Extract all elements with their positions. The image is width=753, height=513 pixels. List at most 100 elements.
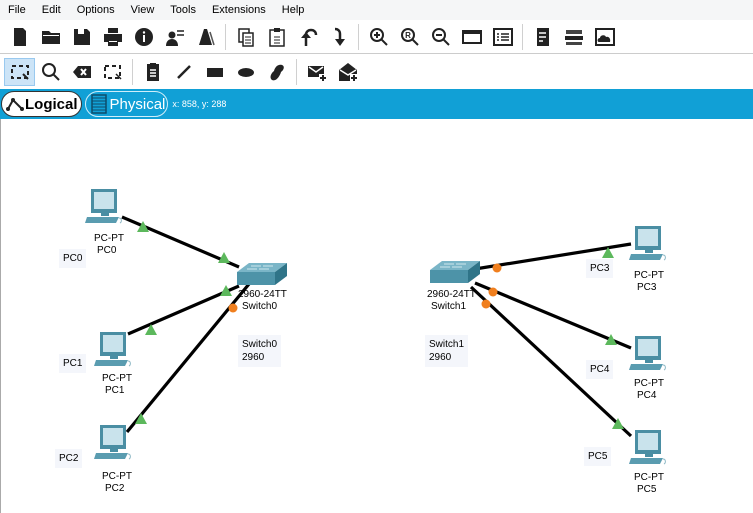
ellipse-icon [237, 68, 254, 77]
zoom-reset-icon: R [400, 27, 419, 46]
activity-wizard-icon [165, 29, 184, 46]
menu-help[interactable]: Help [281, 4, 305, 16]
pc4-link-up-indicator [605, 334, 617, 345]
network-devices-button[interactable] [558, 23, 589, 51]
pc5-model-label: PC-PT [634, 472, 664, 483]
pc2-pc-icon[interactable] [94, 425, 131, 460]
pc5-note[interactable]: PC5 [584, 447, 612, 466]
svg-text:R: R [405, 31, 411, 40]
custom-devices-dialog-icon [492, 27, 513, 46]
select-tool-button[interactable] [4, 58, 35, 86]
resize-tool-button[interactable] [97, 58, 128, 86]
menu-tools[interactable]: Tools [170, 4, 196, 16]
drawing-palette-button[interactable] [456, 23, 487, 51]
main-toolbar: R [0, 20, 753, 54]
add-simple-pdu-button[interactable] [301, 58, 332, 86]
switch0-model-label: 2960-24TT [238, 289, 287, 300]
custom-devices-dialog-button[interactable] [487, 23, 518, 51]
pc3-note[interactable]: PC3 [586, 259, 614, 278]
menu-edit[interactable]: Edit [41, 4, 61, 16]
zoom-reset-button[interactable]: R [394, 23, 425, 51]
pc2-model-label: PC-PT [102, 471, 132, 482]
pc3-name-label: PC3 [637, 282, 657, 293]
info-icon [134, 27, 153, 46]
new-file-icon [13, 27, 26, 46]
note-icon [146, 63, 159, 81]
switch0-switch-icon[interactable] [237, 263, 287, 285]
link-pc1-switch0[interactable] [127, 284, 240, 336]
pc2-name-label: PC2 [105, 483, 125, 494]
freeform-tool-button[interactable] [261, 58, 292, 86]
note-line: Switch1 [429, 339, 465, 350]
link-switch1-pc5[interactable] [469, 285, 633, 438]
new-file-button[interactable] [4, 23, 35, 51]
open-button[interactable] [35, 23, 66, 51]
toolbar-separator [225, 23, 226, 50]
zoom-out-button[interactable] [425, 23, 456, 51]
pc4-note[interactable]: PC4 [586, 360, 614, 379]
rectangle-tool-button[interactable] [199, 58, 230, 86]
logical-mode-label: Logical [25, 95, 78, 113]
menu-options[interactable]: Options [76, 4, 115, 16]
custom-device-icon [198, 28, 215, 45]
link-switch1-pc3[interactable] [474, 242, 632, 271]
logical-mode-button[interactable]: Logical [1, 91, 82, 117]
toolbar-separator [132, 59, 133, 85]
toolbar-separator [522, 23, 523, 50]
pc0-pc-icon[interactable] [85, 189, 122, 224]
cloud-button[interactable] [589, 23, 620, 51]
switch1-model-label: 2960-24TT [427, 289, 476, 300]
draw-line-tool-button[interactable] [168, 58, 199, 86]
switch1-switch-icon[interactable] [430, 261, 480, 283]
pc1-note[interactable]: PC1 [59, 354, 87, 373]
pc5-link-up-indicator [612, 418, 624, 429]
add-simple-pdu-icon [307, 66, 327, 82]
inspect-tool-button[interactable] [35, 58, 66, 86]
activity-wizard-button[interactable] [159, 23, 190, 51]
pc1-name-label: PC1 [105, 385, 125, 396]
pc2-note[interactable]: PC2 [55, 449, 83, 468]
add-complex-pdu-button[interactable] [332, 58, 363, 86]
print-icon [103, 27, 122, 46]
physical-mode-button[interactable]: Physical [84, 91, 169, 117]
print-button[interactable] [97, 23, 128, 51]
copy-button[interactable] [230, 23, 261, 51]
menu-extensions[interactable]: Extensions [211, 4, 266, 16]
link-switch1-pc4[interactable] [474, 281, 632, 350]
pc4-pc-icon[interactable] [629, 336, 666, 371]
pc3-pc-icon[interactable] [629, 226, 666, 261]
redo-button[interactable] [323, 23, 354, 51]
switch0-link-up-indicator [220, 285, 232, 296]
paste-button[interactable] [261, 23, 292, 51]
note-tool-button[interactable] [137, 58, 168, 86]
zoom-in-button[interactable] [363, 23, 394, 51]
inspect-icon [41, 63, 60, 81]
menu-view[interactable]: View [130, 4, 155, 16]
pc0-note[interactable]: PC0 [59, 249, 87, 268]
save-button[interactable] [66, 23, 97, 51]
pc5-pc-icon[interactable] [629, 430, 666, 465]
view-command-log-button[interactable] [527, 23, 558, 51]
pc1-pc-icon[interactable] [94, 332, 131, 367]
pc0-link-up-indicator [137, 221, 149, 232]
menu-file[interactable]: File [8, 4, 26, 16]
note-line: Switch0 [242, 339, 278, 350]
undo-button[interactable] [292, 23, 323, 51]
delete-tool-button[interactable] [66, 58, 97, 86]
switch0-link-up-indicator [218, 252, 230, 263]
ellipse-tool-button[interactable] [230, 58, 261, 86]
info-button[interactable] [128, 23, 159, 51]
switch0-name-label: Switch0 [242, 301, 278, 312]
custom-device-button[interactable] [190, 23, 221, 51]
physical-rack-icon [90, 94, 107, 114]
switch1-link-blocking-indicator [488, 287, 498, 297]
note-line: 2960 [429, 352, 452, 363]
switch1-note[interactable]: Switch1 2960 [425, 335, 469, 367]
save-icon [73, 28, 90, 45]
logical-topology-icon [6, 98, 24, 111]
pc3-model-label: PC-PT [634, 270, 664, 281]
draw-line-icon [176, 65, 191, 79]
switch1-link-blocking-indicator [492, 263, 502, 273]
